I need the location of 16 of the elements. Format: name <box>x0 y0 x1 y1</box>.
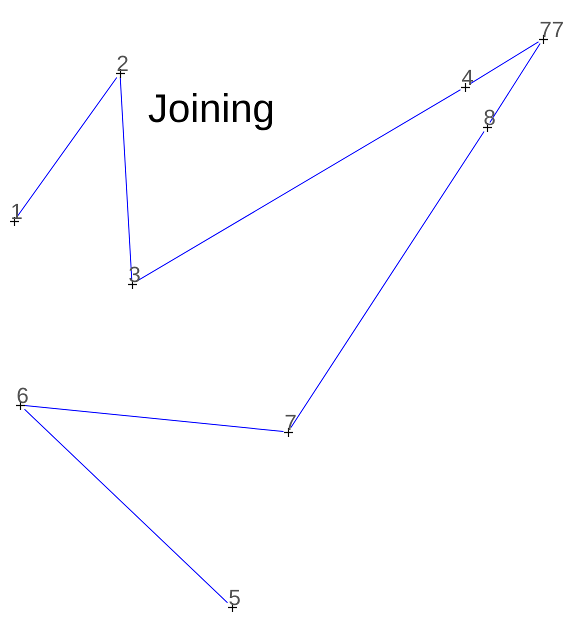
connector-line <box>489 43 541 123</box>
point-label: 7 <box>284 412 297 434</box>
point-label: 2 <box>116 52 129 74</box>
connector-line <box>120 77 132 280</box>
point-label: 4 <box>462 66 474 88</box>
point-label: 5 <box>228 586 241 608</box>
connector-line <box>24 404 284 432</box>
connector-line <box>469 41 539 85</box>
point-label: 8 <box>484 106 496 128</box>
point-label: 77 <box>540 18 564 40</box>
point-label: 6 <box>16 384 29 406</box>
connector-line <box>16 77 118 217</box>
point-label: 1 <box>10 200 23 222</box>
connector-line <box>290 131 485 428</box>
title: Joining <box>148 86 275 132</box>
connector-line <box>24 408 228 604</box>
